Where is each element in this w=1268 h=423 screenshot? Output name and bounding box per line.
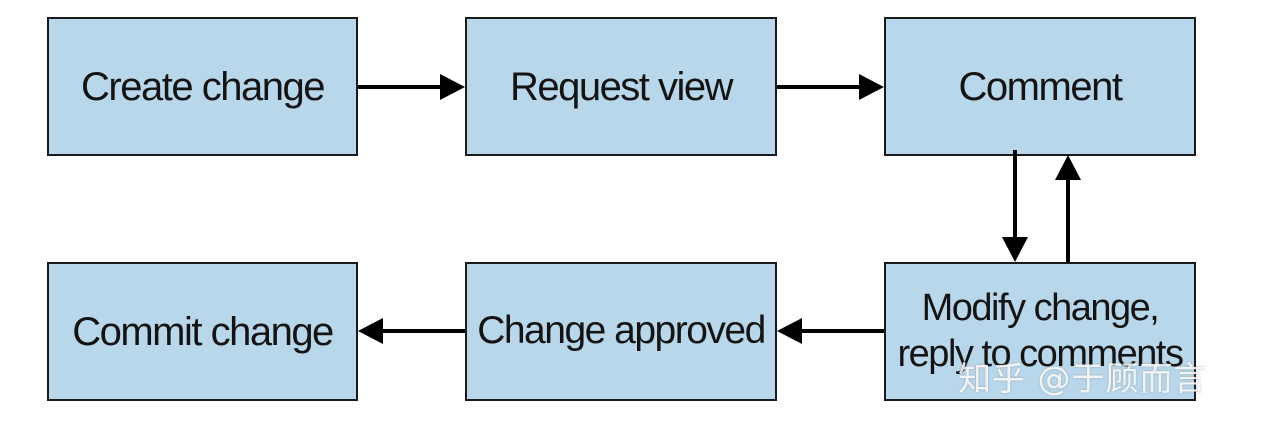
node-label: Request view <box>509 64 734 109</box>
node-label: Comment <box>958 64 1123 109</box>
node-label-line1: Modify change, <box>921 286 1160 329</box>
node-label: Change approved <box>477 309 766 353</box>
node-label: Commit change <box>72 309 334 354</box>
node-modify-change: Modify change, reply to comments <box>884 262 1196 401</box>
node-request-view: Request view <box>465 17 777 156</box>
node-change-approved: Change approved <box>465 262 777 401</box>
arrow-modify-to-comment <box>1055 155 1081 262</box>
arrow-approved-to-commit <box>358 318 465 344</box>
node-label-line2: reply to comments <box>897 332 1184 375</box>
node-commit-change: Commit change <box>47 262 358 401</box>
arrow-request-to-comment <box>777 74 884 100</box>
node-label: Create change <box>81 64 325 109</box>
arrow-create-to-request <box>358 74 465 100</box>
arrow-modify-to-approved <box>777 318 884 344</box>
watermark-text: 知乎 @于顾而言 <box>958 359 1208 398</box>
arrow-comment-to-modify <box>1002 150 1028 262</box>
node-create-change: Create change <box>47 17 358 156</box>
node-label-group: Modify change, reply to comments <box>897 286 1184 377</box>
node-comment: Comment <box>884 17 1196 156</box>
